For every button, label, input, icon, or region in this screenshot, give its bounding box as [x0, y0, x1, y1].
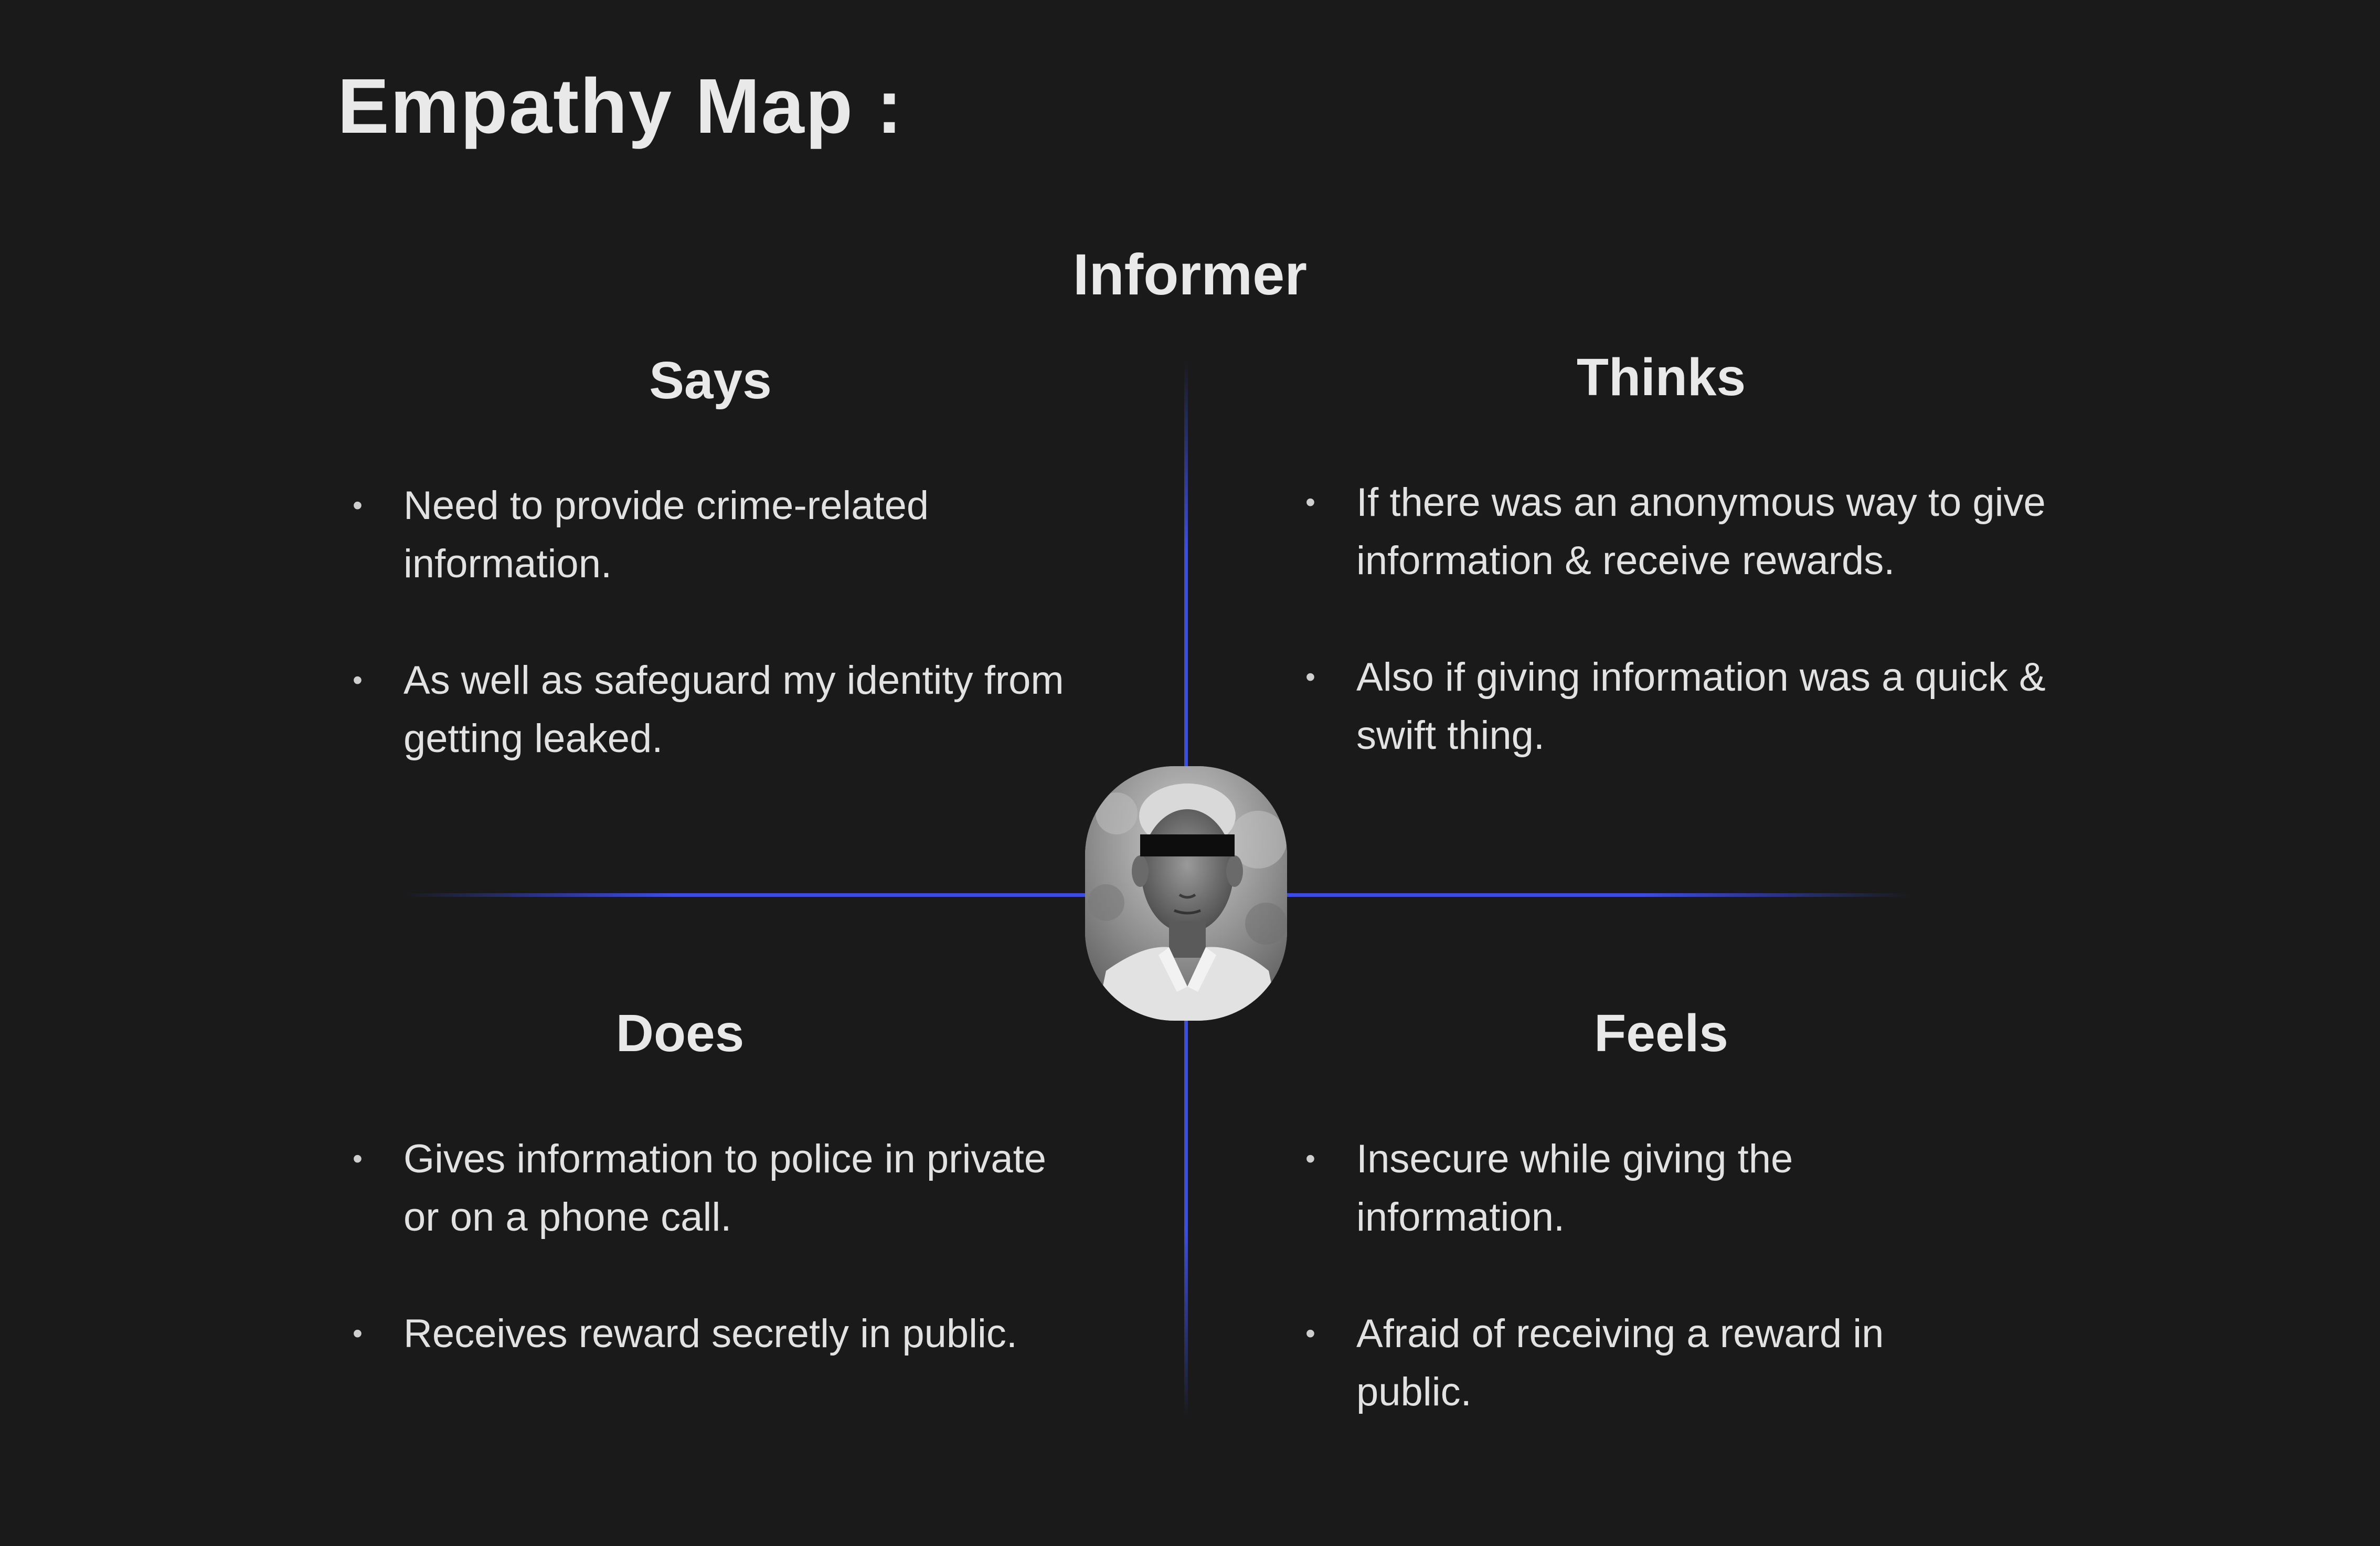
does-list: Gives information to police in private o…	[353, 1130, 1087, 1421]
list-item: Insecure while giving the information.	[1305, 1130, 1946, 1246]
list-item: Afraid of receiving a reward in public.	[1305, 1305, 1946, 1421]
feels-title: Feels	[1594, 1004, 1728, 1063]
list-item: If there was an anonymous way to give in…	[1305, 473, 2050, 590]
page-title: Empathy Map :	[337, 63, 904, 150]
persona-name: Informer	[1072, 242, 1308, 307]
does-title: Does	[615, 1004, 745, 1063]
persona-photo-icon	[1085, 766, 1287, 1021]
says-title: Says	[649, 351, 772, 410]
says-list: Need to provide crime-related informatio…	[353, 476, 1087, 826]
list-item: Receives reward secretly in public.	[353, 1305, 1087, 1363]
thinks-title: Thinks	[1576, 348, 1746, 407]
persona-avatar	[1085, 766, 1287, 1021]
list-item: Gives information to police in private o…	[353, 1130, 1087, 1246]
list-item: Need to provide crime-related informatio…	[353, 476, 1087, 593]
list-item: As well as safeguard my identity from ge…	[353, 651, 1087, 768]
feels-list: Insecure while giving the information. A…	[1305, 1130, 1946, 1479]
list-item: Also if giving information was a quick &…	[1305, 648, 2050, 765]
thinks-list: If there was an anonymous way to give in…	[1305, 473, 2050, 823]
